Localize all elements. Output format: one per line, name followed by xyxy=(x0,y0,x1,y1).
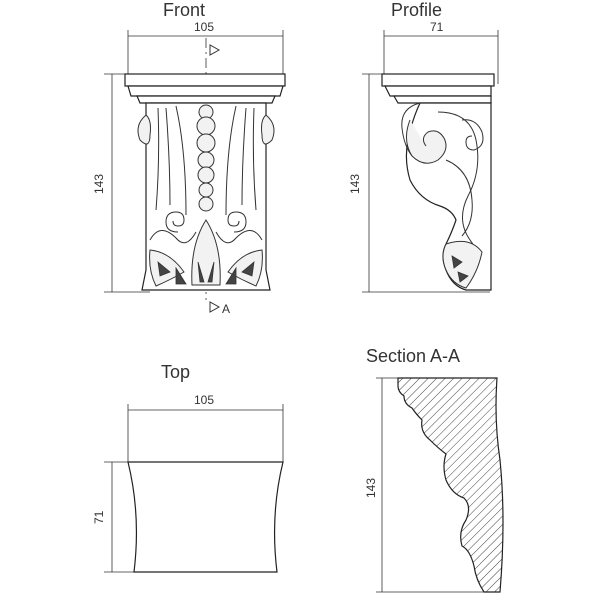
front-width-label: 105 xyxy=(194,20,214,34)
front-scrolls xyxy=(149,211,263,244)
top-view-title: Top xyxy=(161,362,190,382)
section-profile-shape xyxy=(397,377,504,593)
section-arrow-bottom-icon xyxy=(209,301,221,313)
top-outline xyxy=(127,461,284,573)
section-height-dimension: 143 xyxy=(364,377,484,593)
section-marker-label: A xyxy=(222,302,230,316)
profile-height-label: 143 xyxy=(348,174,362,194)
front-acanthus xyxy=(149,219,263,287)
front-view: Front 105 143 xyxy=(92,0,286,316)
top-depth-dimension: 71 xyxy=(92,461,134,573)
top-view: Top 105 71 xyxy=(92,362,284,573)
front-beads xyxy=(196,104,216,212)
profile-depth-dimension: 71 xyxy=(383,20,499,84)
profile-view: Profile 71 143 xyxy=(348,0,499,293)
front-height-label: 143 xyxy=(92,174,106,194)
section-arrow-top-icon xyxy=(209,44,221,56)
front-width-dimension: 105 xyxy=(127,20,284,84)
top-width-label: 105 xyxy=(194,393,214,407)
profile-shape xyxy=(381,73,495,291)
section-view-title: Section A-A xyxy=(366,346,460,366)
section-height-label: 143 xyxy=(364,478,378,498)
top-width-dimension: 105 xyxy=(127,393,284,462)
front-view-title: Front xyxy=(163,0,205,20)
profile-depth-label: 71 xyxy=(430,20,444,34)
front-cap xyxy=(124,73,286,104)
front-height-dimension: 143 xyxy=(92,73,150,293)
profile-height-dimension: 143 xyxy=(348,73,490,293)
section-view: Section A-A 143 xyxy=(364,346,504,593)
profile-view-title: Profile xyxy=(391,0,442,20)
top-depth-label: 71 xyxy=(92,510,106,524)
